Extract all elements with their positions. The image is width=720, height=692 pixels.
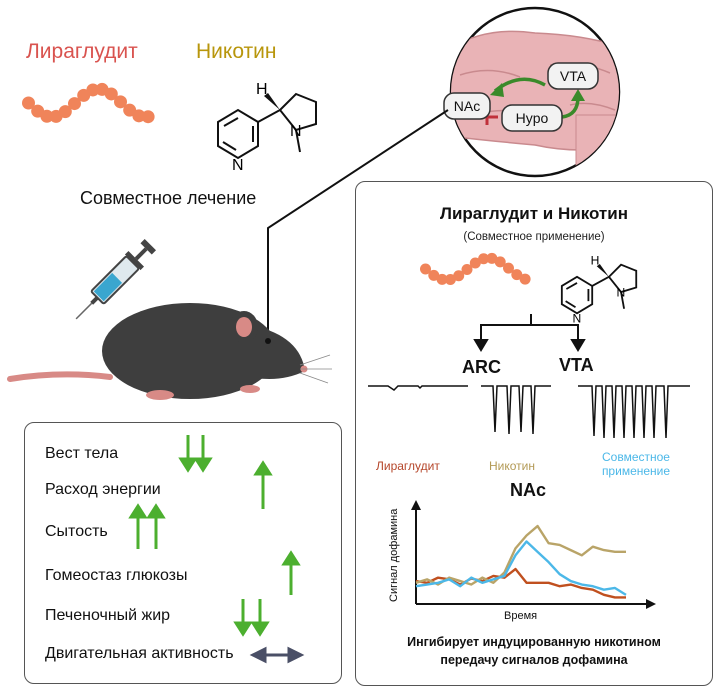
- chart-title: NAc: [510, 480, 547, 500]
- arc-label: ARC: [462, 357, 501, 377]
- conclusion-line1: Ингибирует индуцированную никотином: [407, 635, 661, 649]
- effect-arrows: [128, 435, 305, 664]
- nicotine-title: Никотин: [196, 40, 277, 63]
- bead: [420, 263, 431, 275]
- arc-spikes-trace: [481, 385, 551, 435]
- series-line-2: [415, 540, 627, 596]
- legend-co-line2: применение: [601, 464, 671, 478]
- panel-subtitle: (Совместное применение): [463, 231, 605, 243]
- bead: [40, 109, 54, 123]
- legend-nicotine: Никотин: [489, 459, 535, 473]
- effect-label: Вест тела: [45, 445, 119, 462]
- svg-text:H: H: [256, 81, 268, 98]
- svg-text:N: N: [617, 286, 626, 300]
- liraglutide-molecule-icon: [22, 82, 155, 124]
- vta-label: VTA: [560, 68, 587, 84]
- bead: [436, 273, 448, 285]
- effect-label: Двигательная активность: [45, 645, 234, 662]
- bead: [114, 95, 127, 109]
- legend-liraglutide: Лираглудит: [376, 459, 440, 473]
- bead: [58, 105, 72, 119]
- effect-label: Сытость: [45, 523, 108, 540]
- x-axis-arrowhead: [646, 599, 656, 609]
- effects-panel: Вест тела Расход энергии Сытость Гомеост…: [24, 422, 342, 684]
- bead: [503, 262, 514, 274]
- mouse-illustration: [7, 303, 332, 400]
- conclusion-line2: передачу сигналов дофамина: [440, 653, 628, 667]
- legend-co-line1: Совместное: [602, 450, 670, 464]
- svg-text:H: H: [591, 254, 600, 268]
- bead: [486, 252, 498, 264]
- arc-trace: [368, 385, 468, 391]
- bead: [494, 256, 506, 268]
- bead: [68, 97, 81, 111]
- legend-co: Совместное применение: [596, 450, 676, 478]
- vta-panel-label: VTA: [559, 355, 594, 375]
- liraglutide-molecule-icon: [420, 252, 531, 286]
- bead: [141, 110, 155, 124]
- dopamine-chart: [411, 500, 656, 609]
- bead: [469, 257, 481, 269]
- series-line-0: [415, 567, 626, 599]
- syringe-icon: [75, 238, 157, 320]
- hypo-label: Hypo: [516, 110, 549, 126]
- nicotine-molecule-icon: H N N: [217, 81, 317, 174]
- nicotine-molecule-icon: H N N: [560, 254, 638, 325]
- bead: [444, 274, 456, 286]
- bead: [511, 269, 523, 281]
- x-axis-label: Время: [504, 610, 538, 622]
- effect-label: Печеночный жир: [45, 607, 171, 624]
- vta-spikes-trace: [578, 385, 690, 439]
- panel-title: Лираглудит и Никотин: [440, 204, 628, 223]
- liraglutide-title: Лираглудит: [26, 40, 138, 63]
- bead: [22, 96, 35, 110]
- y-axis-label: Сигнал дофамина: [388, 508, 400, 602]
- bead: [461, 263, 473, 275]
- bead: [478, 253, 490, 265]
- bead: [519, 273, 531, 285]
- effect-label: Гомеостаз глюкозы: [45, 567, 188, 584]
- bead: [86, 83, 100, 97]
- nac-label: NAc: [454, 98, 480, 114]
- mechanism-panel: Лираглудит и Никотин (Совместное примене…: [355, 181, 713, 686]
- branch-arrows: [473, 314, 586, 352]
- bead: [453, 270, 465, 282]
- svg-text:N: N: [232, 157, 244, 174]
- conclusion-text: Ингибирует индуцированную никотином пере…: [356, 633, 712, 669]
- bead: [104, 87, 118, 101]
- effect-label: Расход энергии: [45, 481, 161, 498]
- bead: [428, 269, 440, 281]
- co-treatment-label: Совместное лечение: [80, 188, 257, 208]
- svg-text:N: N: [572, 311, 581, 325]
- brain-inset: VTA NAc Hypo: [443, 6, 621, 178]
- series-line-1: [415, 524, 626, 586]
- svg-text:N: N: [290, 123, 302, 140]
- y-axis-arrowhead: [411, 500, 421, 510]
